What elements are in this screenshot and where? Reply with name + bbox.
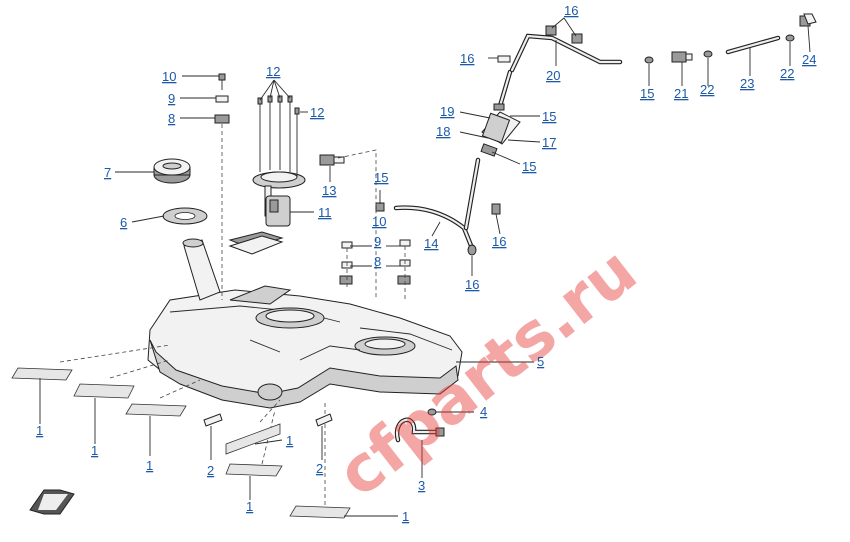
fuel-filter-assembly	[463, 69, 521, 231]
callout-5[interactable]: 5	[537, 354, 544, 369]
callout-15[interactable]: 15	[374, 170, 388, 185]
hose-fittings-16	[467, 25, 583, 256]
filler-gasket	[162, 207, 208, 225]
fitting-15-top	[644, 56, 654, 64]
fuel-pump-assembly	[228, 171, 306, 255]
callout-2[interactable]: 2	[316, 461, 323, 476]
callout-15[interactable]: 15	[542, 109, 556, 124]
callout-8[interactable]: 8	[168, 111, 175, 126]
callout-16[interactable]: 16	[460, 51, 474, 66]
leader-lines	[39, 17, 811, 517]
callout-6[interactable]: 6	[120, 215, 127, 230]
callout-24[interactable]: 24	[802, 52, 816, 67]
valve-21	[671, 51, 693, 63]
clamps-22	[703, 34, 795, 58]
callout-19[interactable]: 19	[440, 104, 454, 119]
breather-hose-3	[394, 417, 445, 443]
callout-2[interactable]: 2	[207, 463, 214, 478]
callout-16[interactable]: 16	[492, 234, 506, 249]
callout-10[interactable]: 10	[162, 69, 176, 84]
callout-labels: 1 1 1 1 1 1 2 2 3 4 5 6 7 8 9 10 11 12 1…	[36, 3, 816, 524]
callout-3[interactable]: 3	[418, 478, 425, 493]
callout-1[interactable]: 1	[246, 499, 253, 514]
callout-23[interactable]: 23	[740, 76, 754, 91]
tank-pads	[11, 367, 351, 519]
callout-17[interactable]: 17	[542, 135, 556, 150]
callout-16[interactable]: 16	[564, 3, 578, 18]
callout-7[interactable]: 7	[104, 165, 111, 180]
callout-8[interactable]: 8	[374, 254, 381, 269]
callout-15[interactable]: 15	[640, 86, 654, 101]
callout-16[interactable]: 16	[465, 277, 479, 292]
callout-14[interactable]: 14	[424, 236, 438, 251]
pump-screws	[257, 95, 300, 176]
callout-15[interactable]: 15	[522, 159, 536, 174]
front-direction-arrow-icon	[29, 489, 75, 515]
callout-10[interactable]: 10	[372, 214, 386, 229]
cap-24	[799, 13, 817, 27]
hose-20	[509, 33, 623, 73]
callout-1[interactable]: 1	[91, 443, 98, 458]
callout-13[interactable]: 13	[322, 183, 336, 198]
hose-23	[725, 35, 781, 55]
callout-1[interactable]: 1	[36, 423, 43, 438]
callout-12[interactable]: 12	[266, 64, 280, 79]
callout-1[interactable]: 1	[146, 458, 153, 473]
fuel-cap	[153, 158, 191, 184]
callout-9[interactable]: 9	[374, 234, 381, 249]
callout-9[interactable]: 9	[168, 91, 175, 106]
callout-21[interactable]: 21	[674, 86, 688, 101]
callout-4[interactable]: 4	[480, 404, 487, 419]
callout-11[interactable]: 11	[318, 205, 332, 220]
fuel-tank	[147, 285, 463, 409]
tank-clips	[203, 413, 333, 427]
left-stud-set	[214, 73, 230, 124]
callout-22[interactable]: 22	[700, 82, 714, 97]
connector-13	[319, 154, 345, 166]
callout-20[interactable]: 20	[546, 68, 560, 83]
callout-1[interactable]: 1	[402, 509, 409, 524]
callout-1[interactable]: 1	[286, 433, 293, 448]
callout-12[interactable]: 12	[310, 105, 324, 120]
filler-neck	[182, 238, 221, 301]
callout-18[interactable]: 18	[436, 124, 450, 139]
callout-22[interactable]: 22	[780, 66, 794, 81]
